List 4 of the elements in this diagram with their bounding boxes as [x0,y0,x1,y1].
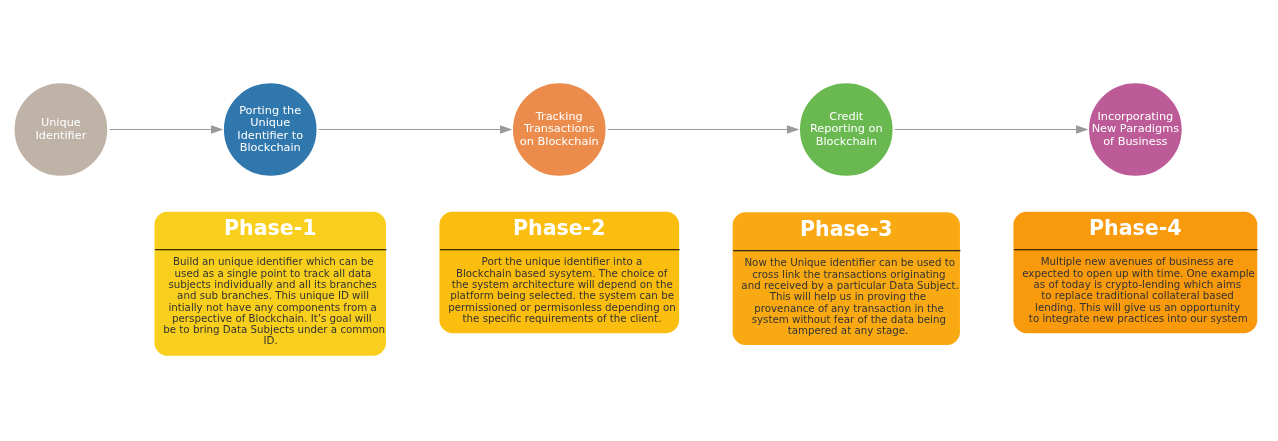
arrow [607,125,800,134]
arrow [318,125,513,134]
arrow [894,125,1089,134]
arrow [108,125,224,134]
